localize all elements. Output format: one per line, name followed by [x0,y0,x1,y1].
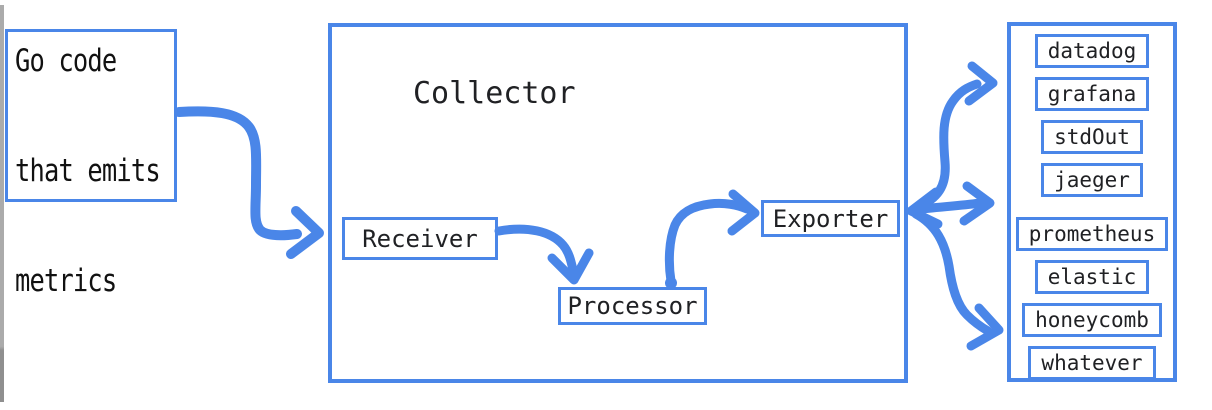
exporter-label: Exporter [772,204,889,233]
source-line-3: metrics [15,263,117,299]
source-code-label: Go code that emits metrics [15,34,161,309]
arrowhead-up-right-icon [964,61,998,106]
processor-label: Processor [567,292,698,320]
sink-box-stdout: stdOut [1041,120,1143,154]
sink-box-datadog: datadog [1034,34,1150,68]
sink-label: datadog [1047,39,1137,63]
sink-label: elastic [1047,265,1137,289]
sink-label: whatever [1041,351,1143,375]
arrow-source-to-collector [174,106,324,259]
arrow-exporter-fanout [906,61,1004,351]
sink-box-prometheus: prometheus [1015,217,1169,251]
source-line-2: that emits [15,153,161,189]
sink-label: honeycomb [1035,308,1149,332]
sink-box-whatever: whatever [1028,346,1156,380]
sink-box-grafana: grafana [1034,77,1150,111]
window-edge-scrollbar[interactable] [0,5,4,402]
arrowhead-down-right-icon [966,303,1004,351]
source-line-1: Go code [15,43,117,79]
sink-label: grafana [1047,82,1137,106]
sinks-panel: datadog grafana stdOut jaeger prometheus… [1007,22,1177,382]
sink-label: prometheus [1028,222,1156,246]
receiver-box: Receiver [342,217,498,260]
arrowhead-right-icon [959,181,995,226]
sink-label: jaeger [1054,168,1130,192]
receiver-label: Receiver [362,224,478,253]
sink-box-honeycomb: honeycomb [1022,303,1162,337]
sink-box-elastic: elastic [1034,260,1150,294]
exporter-box: Exporter [761,200,900,237]
arrowhead-right-icon [286,206,324,259]
arrowhead-left-icon [906,187,943,229]
collector-title: Collector [413,76,576,111]
sink-box-jaeger: jaeger [1041,163,1143,197]
source-code-box: Go code that emits metrics [5,29,177,299]
processor-box: Processor [558,287,707,325]
sink-label: stdOut [1054,125,1130,149]
